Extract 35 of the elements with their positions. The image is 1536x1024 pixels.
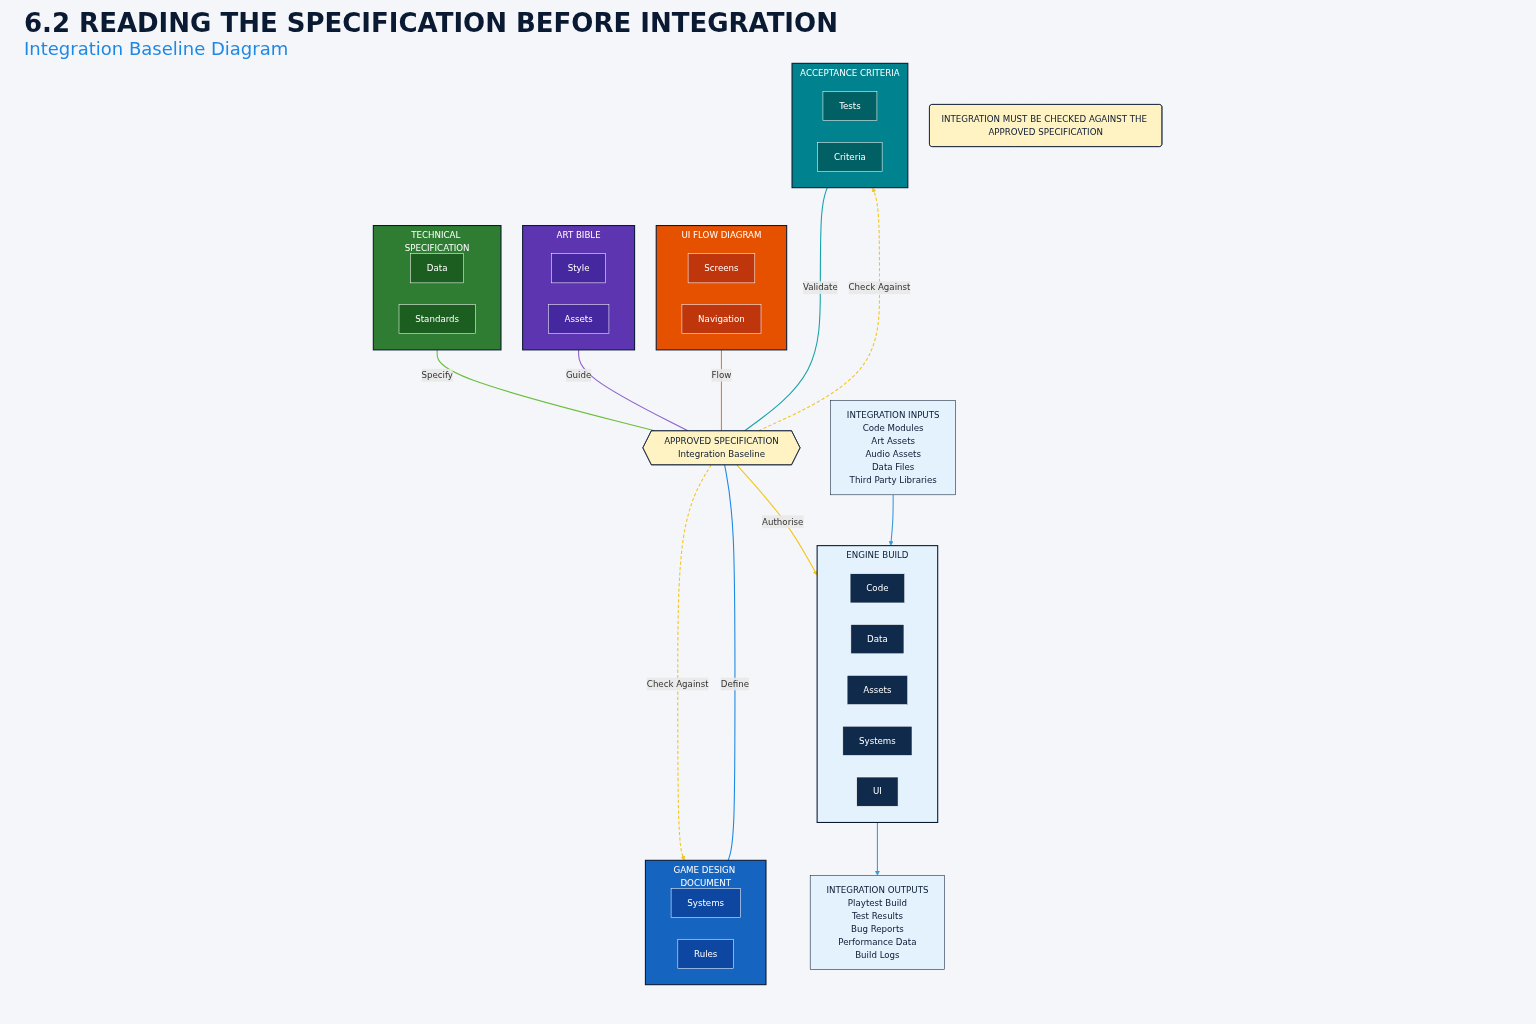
edge-label: Authorise bbox=[762, 516, 804, 527]
node-box: INTEGRATION OUTPUTS Playtest Build Test Results Bug Reports Performance Data Build Logs bbox=[810, 875, 946, 970]
node-box: Systems bbox=[842, 725, 913, 756]
node-box: Tests bbox=[823, 91, 878, 121]
node-box: Screens bbox=[688, 253, 756, 284]
node-box: UI bbox=[856, 776, 899, 807]
node-box: Navigation bbox=[682, 304, 762, 334]
edge-label: Validate bbox=[803, 282, 839, 293]
node-box: INTEGRATION INPUTS Code Modules Art Assets Audio Assets Data Files Third Party Libraries bbox=[830, 400, 957, 496]
arrow bbox=[736, 464, 818, 576]
edge-label: Specify bbox=[421, 369, 454, 381]
node-box: Data bbox=[410, 253, 465, 284]
node-box: Data bbox=[850, 624, 905, 655]
node-box: Code bbox=[850, 573, 906, 604]
arrow bbox=[875, 821, 881, 876]
connector bbox=[721, 349, 723, 432]
node-box: Systems bbox=[671, 888, 741, 918]
node-box: Standards bbox=[399, 304, 476, 334]
connector bbox=[744, 187, 829, 432]
connector bbox=[724, 464, 736, 861]
edge-label: Check Against bbox=[848, 282, 911, 293]
edge-label: Flow bbox=[711, 369, 732, 381]
subtitle-text: Integration Baseline Diagram bbox=[24, 38, 289, 59]
diagram-title: 6.2 READING THE SPECIFICATION BEFORE INTEGRATION bbox=[24, 8, 839, 38]
arrow bbox=[677, 464, 713, 861]
edge-label: Define bbox=[721, 678, 750, 689]
node-box: Criteria bbox=[817, 142, 883, 172]
node-box: Assets bbox=[847, 675, 909, 705]
node-box: Rules bbox=[677, 939, 735, 969]
node-box: Style bbox=[551, 253, 607, 284]
edge-label: Guide bbox=[566, 369, 592, 381]
edge-label: Check Against bbox=[647, 678, 710, 689]
arrow bbox=[889, 494, 895, 546]
node-box: Assets bbox=[548, 304, 610, 334]
connector bbox=[578, 349, 689, 432]
